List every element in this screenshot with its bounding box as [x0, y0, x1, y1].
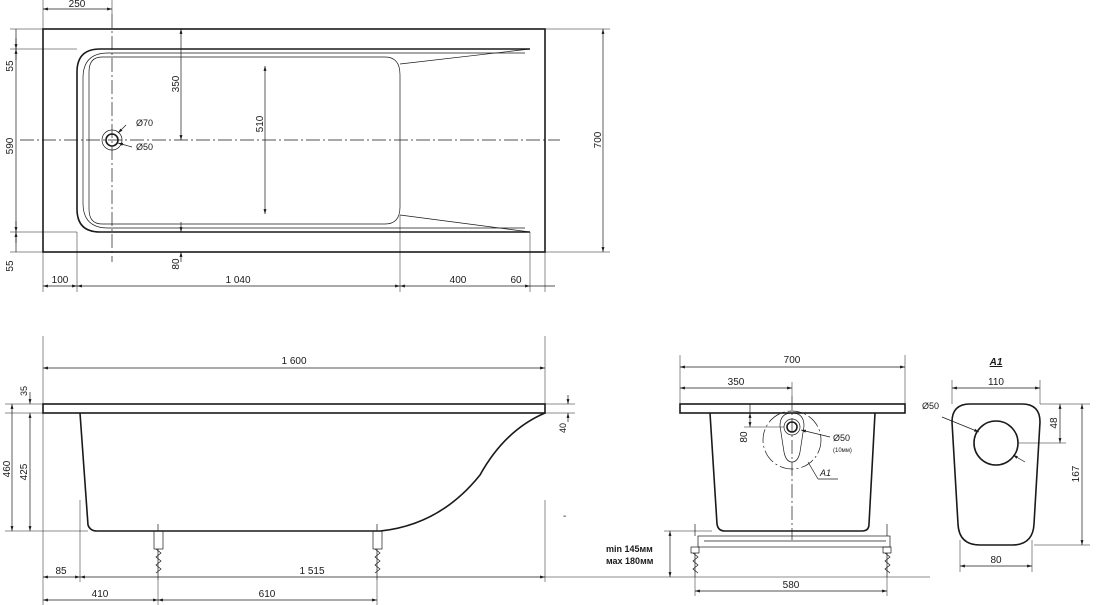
dim-40: 40 — [558, 423, 568, 433]
d70-leader — [117, 124, 127, 134]
drain-inner-top — [105, 133, 119, 147]
end-leg-left — [690, 524, 700, 577]
dim-48: 48 — [1049, 417, 1060, 429]
dim-350: 350 — [171, 75, 182, 92]
dim-580: 580 — [783, 580, 800, 591]
detail-outline — [951, 403, 1041, 546]
basin-floor-top — [88, 56, 401, 225]
detail-title: A1 — [989, 357, 1003, 368]
dim-85: 85 — [55, 566, 67, 577]
rim-side — [42, 403, 546, 414]
detail-hole — [973, 420, 1019, 466]
end-leg-right — [882, 524, 892, 577]
dim-590: 590 — [5, 137, 16, 154]
basin-end — [709, 412, 876, 532]
callout-a1: A1 — [819, 468, 831, 478]
leg-left — [153, 524, 164, 580]
dim-d50: Ø50 — [136, 142, 153, 152]
basin-outer-top — [76, 48, 530, 233]
callout-leader — [807, 461, 819, 480]
dim-350-end: 350 — [728, 377, 745, 388]
d50-end-leader — [800, 429, 831, 438]
basin-inner-top — [82, 52, 525, 229]
dim-700-top: 700 — [593, 131, 604, 148]
dim-1600: 1 600 — [281, 356, 306, 367]
dash-mark: - — [563, 511, 566, 522]
dim-35: 35 — [19, 386, 29, 396]
dim-80-detail: 80 — [990, 555, 1002, 566]
dim-460: 460 — [2, 460, 13, 477]
dim-250: 250 — [69, 0, 86, 10]
drain-outer-top — [101, 129, 123, 151]
tub-outline-top — [42, 28, 546, 253]
dim-d70: Ø70 — [136, 118, 153, 128]
side-view: 1 600 35 460 425 40 - 85 1 515 410 610 — [2, 336, 930, 605]
d50-leader — [117, 142, 133, 148]
wedge-top — [399, 48, 531, 65]
dim-167: 167 — [1071, 465, 1082, 482]
detail-a1: A1 Ø50 110 48 167 80 — [922, 357, 1090, 572]
dim-700-end: 700 — [784, 355, 801, 366]
min-height: min 145мм — [606, 544, 653, 554]
dim-1515: 1 515 — [299, 566, 324, 577]
top-view: Ø70 Ø50 250 55 590 55 350 510 80 70 — [5, 0, 610, 292]
rim-end — [679, 403, 906, 414]
wedge-bottom — [399, 214, 531, 233]
dim-410: 410 — [92, 589, 109, 600]
max-height: мах 180мм — [606, 556, 654, 566]
dim-610: 610 — [259, 589, 276, 600]
dim-80-top: 80 — [171, 258, 182, 270]
d50-detail-arrow — [1012, 454, 1026, 463]
dim-80-end: 80 — [739, 431, 750, 443]
support-frame — [697, 535, 891, 548]
dim-1040: 1 040 — [225, 275, 250, 286]
overflow-slot — [779, 412, 805, 463]
dim-60: 60 — [510, 275, 522, 286]
dim-100: 100 — [52, 275, 69, 286]
basin-side — [79, 412, 546, 532]
dim-400: 400 — [450, 275, 467, 286]
leg-right — [372, 524, 383, 580]
end-view: Ø50 (10мм) A1 700 350 80 min 145мм мах 1… — [606, 355, 906, 596]
dim-55-bottom: 55 — [5, 260, 16, 272]
dim-55-top: 55 — [5, 60, 16, 72]
dim-d50-detail: Ø50 — [922, 401, 939, 411]
d50-detail-leader — [941, 416, 980, 433]
dim-425: 425 — [19, 463, 30, 480]
dim-510: 510 — [255, 115, 266, 132]
dim-110: 110 — [988, 377, 1004, 388]
note-10mm: (10мм) — [833, 448, 852, 454]
dim-d50-end: Ø50 — [833, 433, 850, 443]
